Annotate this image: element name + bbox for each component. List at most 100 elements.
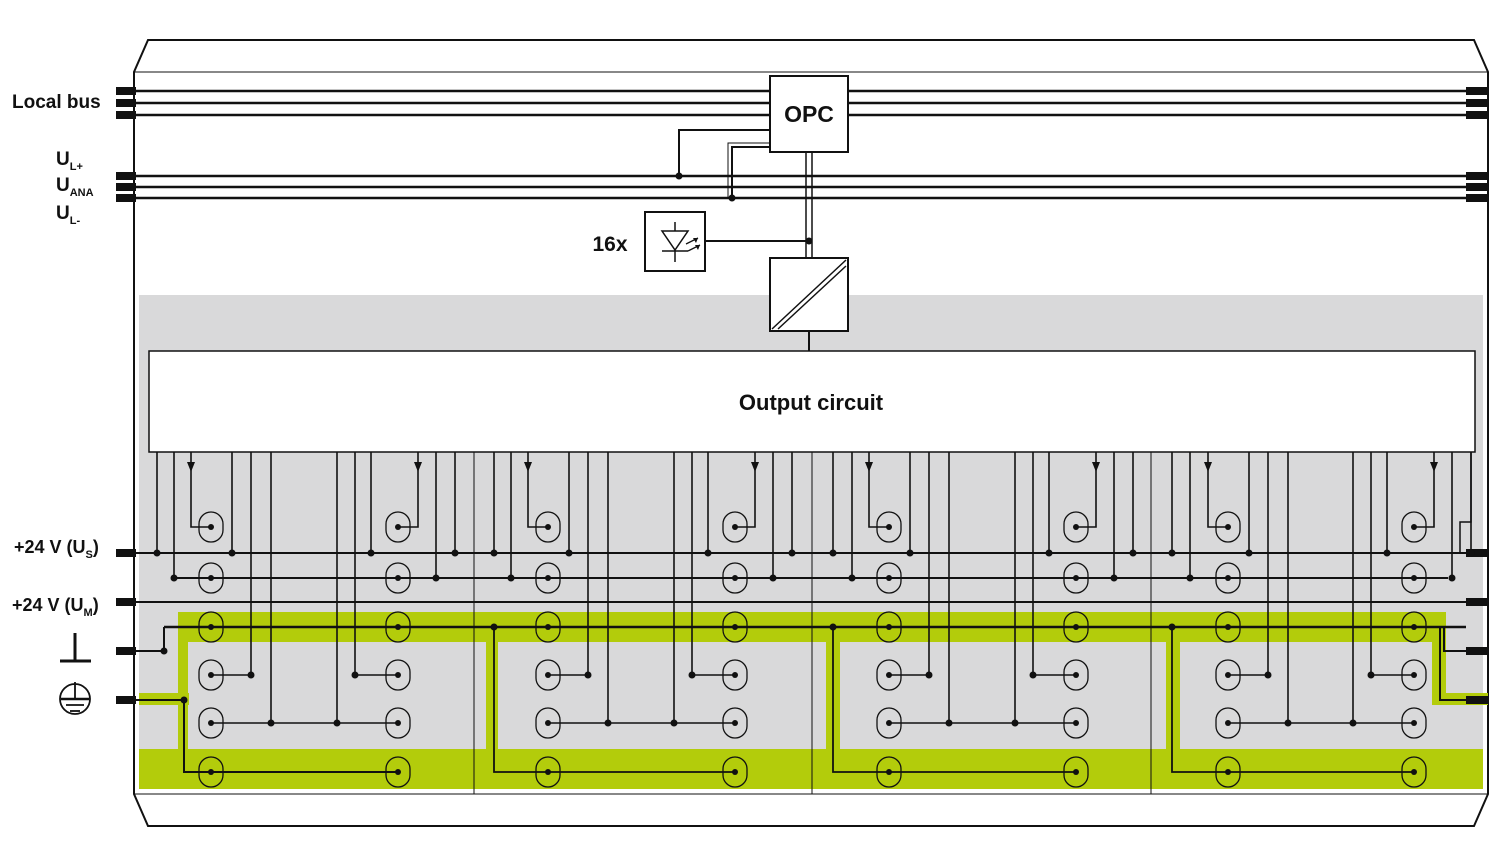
m3-terminal-a2 xyxy=(1215,611,1241,643)
m1-terminal-b0-dot xyxy=(732,524,738,530)
m3-arrow2 xyxy=(1430,462,1438,472)
m0-terminal-b1-dot xyxy=(395,575,401,581)
m2-arrow1 xyxy=(865,462,873,472)
opc-wiring xyxy=(675,129,813,351)
m1-supply1-dot xyxy=(490,549,498,557)
m0-terminal-a0-dot xyxy=(208,524,214,530)
m0-terminal-b4-dot xyxy=(395,720,401,726)
m0-terminal-a3-dot xyxy=(208,672,214,678)
m2-terminal-b4-dot xyxy=(1073,720,1079,726)
m0-terminal-b4 xyxy=(385,707,411,739)
m0-terminal-a1 xyxy=(198,562,224,594)
m3-terminal-b4-dot xyxy=(1411,720,1417,726)
m0-terminal-a0 xyxy=(198,511,224,543)
ground-feed-right xyxy=(1443,627,1466,652)
m0-out2b xyxy=(398,520,419,528)
m0-terminal-a2-dot xyxy=(208,624,214,630)
module-separators xyxy=(473,452,1152,794)
m2-terminal-a1 xyxy=(876,562,902,594)
ul-plus-label: UL+ xyxy=(56,149,83,173)
m2-terminal-b5-dot xyxy=(1073,769,1079,775)
m2-terminal-b2-dot xyxy=(1073,624,1079,630)
m0-terminal-a5 xyxy=(198,756,224,788)
left-tab-8 xyxy=(116,647,136,655)
m3-terminal-a2-dot xyxy=(1225,624,1231,630)
opc-label: OPC xyxy=(784,101,834,127)
m0-out1b xyxy=(190,520,211,528)
m0-supply2-dot xyxy=(170,574,178,582)
m1-terminal-a0-dot xyxy=(545,524,551,530)
m3-drop-dot5 xyxy=(1383,549,1391,557)
dc-dc-converter-icon xyxy=(769,257,849,332)
left-tab-2 xyxy=(116,111,136,119)
left-tab-1 xyxy=(116,99,136,107)
m0-terminal-a4 xyxy=(198,707,224,739)
m2-terminal-b0-dot xyxy=(1073,524,1079,530)
connector-tabs xyxy=(116,87,1488,704)
m2-drop-dot5 xyxy=(1045,549,1053,557)
m2-terminal-b2 xyxy=(1063,611,1089,643)
left-tab-6 xyxy=(116,549,136,557)
m1-pe-dot xyxy=(490,623,498,631)
m3-terminal-b0 xyxy=(1401,511,1427,543)
m0-supply1-dot xyxy=(153,549,161,557)
m3-terminal-b5 xyxy=(1401,756,1427,788)
m3-terminal-b1 xyxy=(1401,562,1427,594)
m3-terminal-a4-dot xyxy=(1225,720,1231,726)
um-label: +24 V (UM) xyxy=(12,595,99,619)
m1-terminal-b4 xyxy=(722,707,748,739)
right-tab-4 xyxy=(1466,183,1488,191)
m1-terminal-a3 xyxy=(535,659,561,691)
m3-arrow1 xyxy=(1204,462,1212,472)
right-tab-6 xyxy=(1466,549,1488,557)
m2-out2b xyxy=(1076,520,1097,528)
green-pe-band xyxy=(139,749,1483,789)
right-tab-1 xyxy=(1466,99,1488,107)
m2-terminal-a3-dot xyxy=(886,672,892,678)
m1-drop-dot0 xyxy=(565,549,573,557)
right-tab-9 xyxy=(1466,696,1488,704)
m3-terminal-b1-dot xyxy=(1411,575,1417,581)
m3-terminal-b2 xyxy=(1401,611,1427,643)
m3-terminal-b3 xyxy=(1401,659,1427,691)
m3-drop-dot0 xyxy=(1245,549,1253,557)
m3-out1b xyxy=(1207,520,1228,528)
m3-terminal-b4 xyxy=(1401,707,1427,739)
m1-terminal-a0 xyxy=(535,511,561,543)
m3-terminal-a5-dot xyxy=(1225,769,1231,775)
m1-terminal-a3-dot xyxy=(545,672,551,678)
m3-terminal-a0 xyxy=(1215,511,1241,543)
right-tab-2 xyxy=(1466,111,1488,119)
m2-terminal-b1 xyxy=(1063,562,1089,594)
m3-terminal-a1-dot xyxy=(1225,575,1231,581)
m3-terminal-a3 xyxy=(1215,659,1241,691)
ul-minus-label: UL- xyxy=(56,203,80,227)
m1-terminal-a5-dot xyxy=(545,769,551,775)
m1-terminal-a1 xyxy=(535,562,561,594)
m2-terminal-a4-dot xyxy=(886,720,892,726)
m2-terminal-a5-dot xyxy=(886,769,892,775)
pe-feed xyxy=(136,699,398,773)
m2-pe xyxy=(832,627,1076,773)
protective-earth-icon xyxy=(59,682,91,715)
output-circuit-block: Output circuit xyxy=(148,350,1476,453)
m3-terminal-a1 xyxy=(1215,562,1241,594)
m2-terminal-a1-dot xyxy=(886,575,892,581)
m0-drop-dot7 xyxy=(451,549,459,557)
opc-block: OPC xyxy=(769,75,849,153)
m3-supply2-dot xyxy=(1186,574,1194,582)
right-tab-7 xyxy=(1466,598,1488,606)
m1-arrow2 xyxy=(751,462,759,472)
m3-terminal-a4 xyxy=(1215,707,1241,739)
m2-terminal-b3-dot xyxy=(1073,672,1079,678)
uana-label: UANA xyxy=(56,175,94,199)
m0-terminal-a5-dot xyxy=(208,769,214,775)
m1-terminal-b4-dot xyxy=(732,720,738,726)
m1-supply2-dot xyxy=(507,574,515,582)
m2-terminal-a0-dot xyxy=(886,524,892,530)
output-circuit-label: Output circuit xyxy=(739,390,884,415)
m0-drop-dot0 xyxy=(228,549,236,557)
led-count-label: 16x xyxy=(592,233,627,256)
